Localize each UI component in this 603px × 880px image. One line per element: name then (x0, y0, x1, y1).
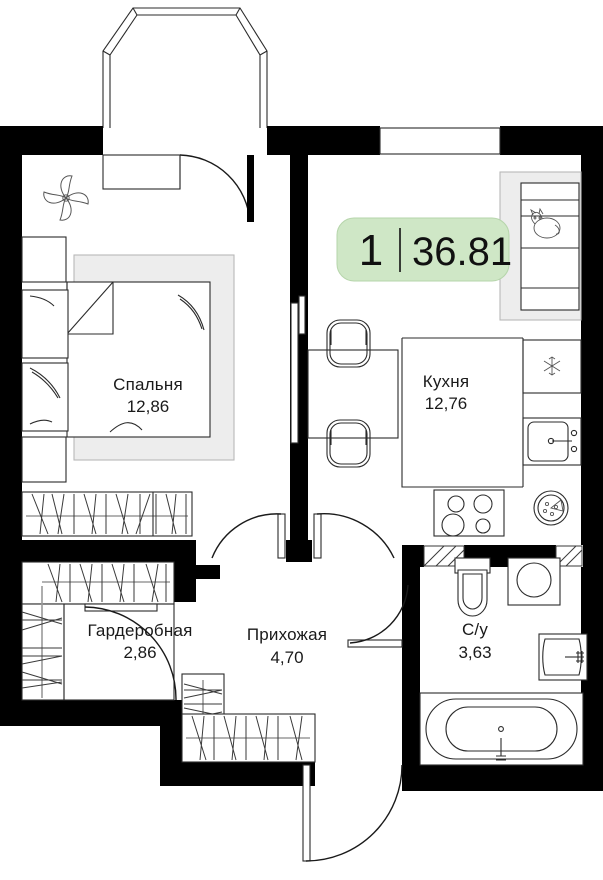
room-label-kitchen: Кухня (423, 372, 470, 391)
apartment-summary-badge[interactable]: 1 36.81 (336, 217, 512, 282)
room-hallway: Прихожая 4,70 (181, 513, 409, 862)
room-label-bedroom: Спальня (113, 375, 183, 394)
nightstand (21, 236, 67, 283)
badge-room-count: 1 (359, 226, 383, 275)
wardrobe-door (84, 603, 177, 701)
cooktop (433, 489, 505, 537)
room-wardrobe: Гардеробная 2,86 (21, 561, 192, 701)
room-area-kitchen: 12,76 (425, 394, 468, 413)
dining-chair (326, 319, 371, 368)
room-area-wardrobe: 2,86 (123, 643, 156, 662)
badge-total-area: 36.81 (412, 230, 512, 274)
clothes-rail (21, 491, 193, 537)
shelf-unit (499, 171, 582, 321)
entry-door (302, 764, 403, 862)
kitchen-sink (522, 417, 582, 466)
room-bedroom: Спальня 12,86 (21, 154, 254, 537)
room-area-hallway: 4,70 (270, 648, 303, 667)
dining-table (307, 349, 399, 439)
round-dish-icon (533, 490, 569, 526)
bedroom-door (211, 513, 286, 559)
washing-machine (507, 557, 561, 606)
refrigerator (522, 339, 582, 394)
room-label-hallway: Прихожая (247, 625, 327, 644)
toilet (454, 557, 491, 617)
dining-chair (326, 419, 371, 468)
room-area-bedroom: 12,86 (127, 397, 170, 416)
bathtub (419, 692, 584, 766)
room-label-wardrobe: Гардеробная (87, 621, 192, 640)
room-kitchen: Кухня 12,76 (290, 171, 582, 537)
cat-icon (530, 207, 561, 239)
balcony-door (102, 154, 254, 223)
bathroom-sink (538, 633, 588, 681)
plant-icon (43, 175, 89, 221)
hall-closet (181, 673, 316, 763)
room-area-bathroom: 3,63 (458, 643, 491, 662)
bathroom-door (347, 584, 409, 648)
sliding-partition (290, 295, 306, 444)
clothes-rail (21, 561, 175, 605)
balcony (102, 7, 268, 128)
kitchen-door (313, 513, 395, 559)
room-bathroom: С/у 3,63 (419, 557, 588, 766)
wardrobe-closet (21, 289, 69, 359)
clothes-rail (21, 586, 65, 701)
room-label-bathroom: С/у (462, 620, 488, 639)
